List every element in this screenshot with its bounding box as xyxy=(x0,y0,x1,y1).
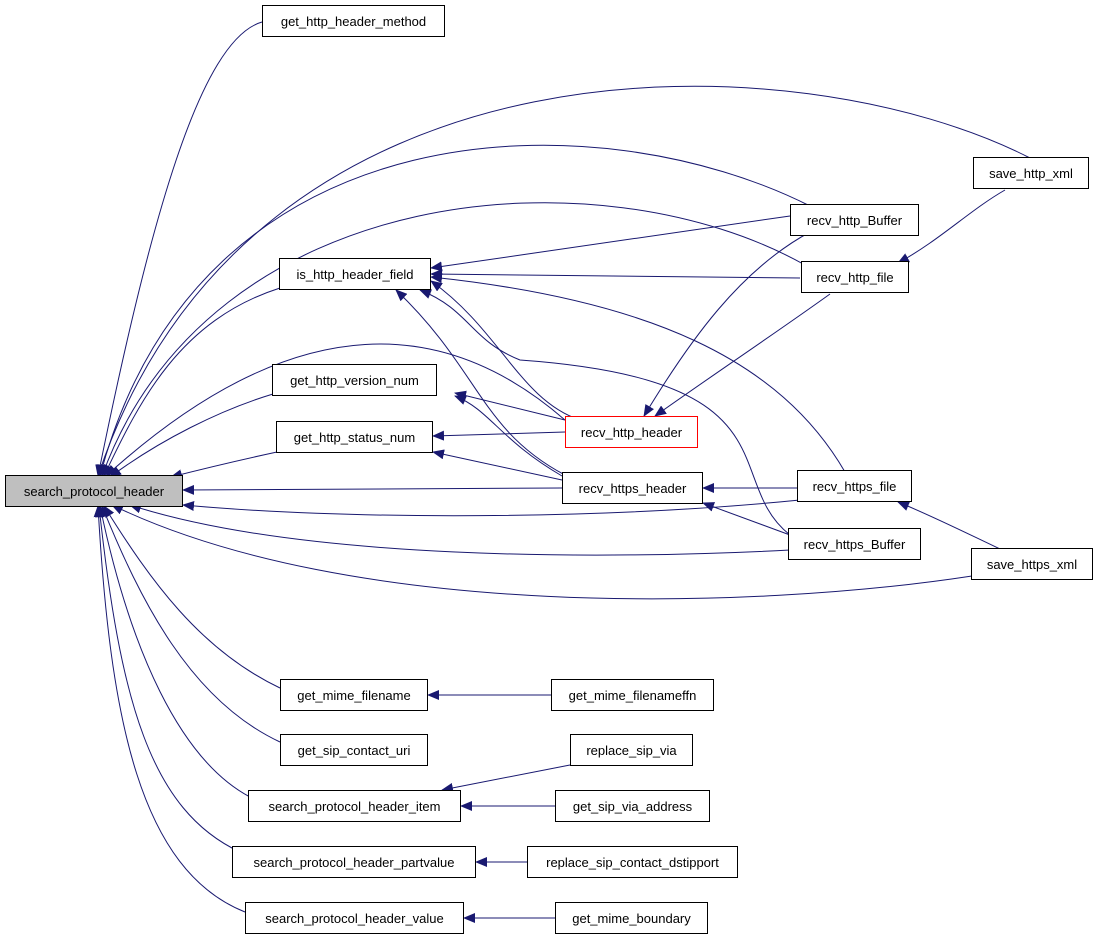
node-get-http-status-num[interactable]: get_http_status_num xyxy=(276,421,433,453)
edge-recv-http-header-to-version xyxy=(454,390,566,421)
node-get-sip-contact-uri[interactable]: get_sip_contact_uri xyxy=(280,734,428,766)
edge-recv-https-buffer-to-header xyxy=(702,502,791,536)
node-replace-sip-via[interactable]: replace_sip_via xyxy=(570,734,693,766)
node-get-http-version-num[interactable]: get_http_version_num xyxy=(272,364,437,396)
node-get-http-header-method[interactable]: get_http_header_method xyxy=(262,5,445,37)
edge-recv-http-buffer-to-header xyxy=(643,231,811,417)
edge-get-http-header-method xyxy=(95,21,263,477)
edge-save-http-xml-to-file xyxy=(897,189,1006,264)
edge-recv-https-header-to-status xyxy=(432,449,563,481)
node-get-mime-filename[interactable]: get_mime_filename xyxy=(280,679,428,711)
node-search-protocol-header: search_protocol_header xyxy=(5,475,183,507)
node-replace-sip-contact-dstipport[interactable]: replace_sip_contact_dstipport xyxy=(527,846,738,878)
edge-recv-http-buffer xyxy=(98,144,811,477)
node-save-https-xml[interactable]: save_https_xml xyxy=(971,548,1093,580)
edge-recv-http-header-to-status xyxy=(432,430,566,441)
edge-recv-https-header xyxy=(182,484,563,495)
edge-recv-http-file xyxy=(101,202,806,477)
edge-get-sip-contact-uri xyxy=(101,505,281,743)
edge-recv-http-header-to-field xyxy=(430,280,581,421)
edge-recv-https-header-to-field xyxy=(395,289,566,476)
node-search-protocol-header-value[interactable]: search_protocol_header_value xyxy=(245,902,464,934)
node-recv-http-header[interactable]: recv_http_header xyxy=(565,416,698,448)
node-recv-https-file[interactable]: recv_https_file xyxy=(797,470,912,502)
node-recv-https-buffer[interactable]: recv_https_Buffer xyxy=(788,528,921,560)
node-recv-http-file[interactable]: recv_http_file xyxy=(801,261,909,293)
edge-recv-http-buffer-to-field xyxy=(430,215,791,272)
edge-recv-https-header-to-version xyxy=(454,395,563,477)
node-get-mime-filenameffn[interactable]: get_mime_filenameffn xyxy=(551,679,714,711)
edge-search-protocol-header-value xyxy=(93,505,246,913)
node-search-protocol-header-partvalue[interactable]: search_protocol_header_partvalue xyxy=(232,846,476,878)
edge-is-http-header-field xyxy=(103,287,281,477)
node-is-http-header-field[interactable]: is_http_header_field xyxy=(279,258,431,290)
edge-get-mime-filename xyxy=(103,505,281,689)
edge-get-http-version-num xyxy=(109,393,274,478)
edge-recv-http-header-a xyxy=(105,343,566,477)
node-save-http-xml[interactable]: save_http_xml xyxy=(973,157,1089,189)
edge-recv-http-file-to-header xyxy=(654,293,831,417)
edge-recv-https-buffer xyxy=(129,503,791,556)
node-get-mime-boundary[interactable]: get_mime_boundary xyxy=(555,902,708,934)
edge-replace-sip-via xyxy=(441,764,571,793)
node-recv-http-buffer[interactable]: recv_http_Buffer xyxy=(790,204,919,236)
edge-recv-https-buffer-to-field xyxy=(419,289,791,536)
edge-recv-https-file xyxy=(182,499,801,517)
edge-save-http-xml xyxy=(96,85,1031,477)
node-recv-https-header[interactable]: recv_https_header xyxy=(562,472,703,504)
edge-save-https-xml xyxy=(111,504,973,600)
edge-save-https-xml-to-file xyxy=(897,501,1001,550)
node-get-sip-via-address[interactable]: get_sip_via_address xyxy=(555,790,710,822)
edge-recv-https-file-to-field xyxy=(430,273,846,473)
edge-search-protocol-header-item xyxy=(97,505,251,798)
edge-recv-http-file-to-field xyxy=(430,269,801,280)
edge-get-http-status-num xyxy=(170,451,278,480)
node-search-protocol-header-item[interactable]: search_protocol_header_item xyxy=(248,790,461,822)
edge-search-protocol-header-partvalue xyxy=(95,505,241,853)
